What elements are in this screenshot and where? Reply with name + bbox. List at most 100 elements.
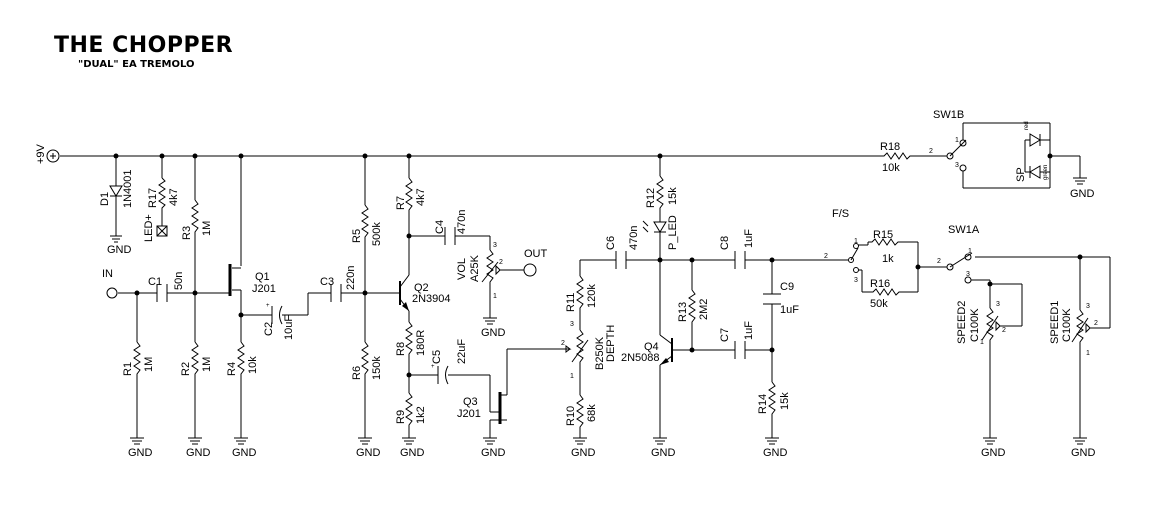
svg-text:3: 3 — [570, 321, 574, 328]
svg-text:R13: R13 — [677, 302, 689, 322]
svg-text:SPEED1: SPEED1 — [1049, 301, 1061, 344]
resistor-R1: R1 1M — [122, 341, 155, 376]
ground-r1: GND — [128, 437, 153, 459]
transistor-Q4: Q4 2N5088 — [621, 334, 673, 366]
capacitor-C1: C1 50n — [148, 272, 185, 302]
svg-text:2: 2 — [824, 253, 828, 260]
svg-text:GND: GND — [400, 447, 425, 459]
svg-text:3: 3 — [493, 242, 497, 249]
wires — [60, 122, 1111, 438]
svg-text:Q3: Q3 — [463, 396, 478, 408]
svg-text:3: 3 — [854, 277, 858, 284]
resistor-R16: R16 50k — [870, 278, 900, 310]
svg-text:68k: 68k — [586, 404, 598, 422]
svg-text:R14: R14 — [757, 394, 769, 414]
svg-text:C9: C9 — [780, 281, 794, 293]
svg-text:2M2: 2M2 — [698, 299, 710, 320]
ground-speed2: GND — [981, 437, 1006, 459]
svg-text:J201: J201 — [457, 408, 481, 420]
svg-text:R7: R7 — [395, 196, 407, 210]
svg-text:220n: 220n — [345, 266, 357, 290]
svg-text:1uF: 1uF — [743, 321, 755, 340]
svg-text:2N3904: 2N3904 — [412, 293, 451, 305]
svg-text:3: 3 — [1086, 303, 1090, 310]
svg-text:R1: R1 — [122, 362, 134, 376]
svg-text:SW1B: SW1B — [933, 109, 964, 121]
svg-text:Q2: Q2 — [414, 282, 429, 294]
svg-text:1M: 1M — [201, 357, 213, 372]
diode-D1: D1 1N4001 — [99, 169, 134, 210]
resistor-R18: R18 10k — [880, 141, 915, 174]
output-label: OUT — [524, 248, 548, 260]
capacitor-C6: C6 470n — [605, 226, 640, 269]
svg-text:1uF: 1uF — [780, 304, 799, 316]
svg-text:10uF: 10uF — [283, 315, 295, 340]
svg-text:C1: C1 — [148, 276, 162, 288]
ground-r9: GND — [400, 437, 425, 459]
led-plus-terminal: LED+ — [143, 214, 168, 242]
ground-r14: GND — [763, 437, 788, 459]
svg-text:C100K: C100K — [1061, 308, 1073, 342]
svg-text:SPEED2: SPEED2 — [956, 301, 968, 344]
resistor-R17: R17 4k7 — [147, 177, 180, 212]
svg-text:GND: GND — [981, 447, 1006, 459]
switch-SW1B: 2 1 3 SW1B — [929, 109, 967, 172]
svg-text:1N4001: 1N4001 — [122, 169, 134, 208]
resistor-R9: R9 1k2 — [395, 392, 427, 427]
resistor-R13: R13 2M2 — [677, 289, 710, 324]
transistor-Q1: Q1 J201 — [222, 264, 276, 296]
switch-FS: 2 1 3 F/S — [824, 208, 859, 284]
svg-text:GND: GND — [128, 447, 153, 459]
svg-text:GND: GND — [481, 327, 506, 339]
svg-text:red: red — [1024, 121, 1030, 130]
svg-text:1M: 1M — [143, 357, 155, 372]
svg-text:R17: R17 — [147, 188, 159, 208]
svg-text:GND: GND — [186, 447, 211, 459]
switch-SW1A: 2 1 3 SW1A — [937, 224, 980, 284]
svg-text:470n: 470n — [628, 226, 640, 250]
title-main: THE CHOPPER — [54, 33, 233, 58]
svg-text:GND: GND — [232, 447, 257, 459]
svg-text:R16: R16 — [870, 278, 890, 290]
svg-text:150k: 150k — [371, 356, 383, 380]
power-label: +9V — [35, 143, 47, 164]
svg-text:R8: R8 — [395, 342, 407, 356]
svg-text:F/S: F/S — [832, 208, 849, 220]
led-red: red — [1024, 121, 1050, 147]
svg-text:R6: R6 — [351, 366, 363, 380]
svg-text:GND: GND — [571, 447, 596, 459]
svg-text:C2: C2 — [263, 322, 275, 336]
svg-text:R10: R10 — [565, 406, 577, 426]
input-label: IN — [102, 268, 113, 280]
transistor-Q3: Q3 J201 — [457, 392, 507, 424]
svg-text:SW1A: SW1A — [948, 224, 980, 236]
svg-text:50k: 50k — [870, 298, 888, 310]
svg-text:2: 2 — [937, 258, 941, 265]
resistor-R14: R14 15k — [757, 381, 791, 418]
svg-text:C3: C3 — [320, 276, 334, 288]
svg-text:GND: GND — [1071, 447, 1096, 459]
output-jack: OUT — [523, 248, 548, 277]
svg-text:1k2: 1k2 — [415, 406, 427, 424]
svg-text:1M: 1M — [201, 221, 213, 236]
svg-text:2: 2 — [1094, 320, 1098, 327]
svg-text:1: 1 — [570, 373, 574, 380]
svg-text:D1: D1 — [99, 192, 111, 206]
resistor-R2: R2 1M — [180, 341, 213, 376]
svg-text:2: 2 — [561, 340, 565, 347]
svg-text:LED+: LED+ — [143, 214, 155, 242]
svg-text:R3: R3 — [181, 226, 193, 240]
capacitor-C2: + C2 10uF — [263, 303, 295, 340]
svg-text:A25K: A25K — [469, 254, 481, 282]
svg-text:GND: GND — [1070, 188, 1095, 200]
resistor-R11: R11 120k — [565, 275, 598, 312]
svg-text:C8: C8 — [719, 236, 731, 250]
svg-text:Q1: Q1 — [255, 271, 270, 283]
ground-speed1: GND — [1071, 437, 1096, 459]
title-sub: "DUAL" EA TREMOLO — [78, 59, 195, 70]
svg-text:R9: R9 — [395, 410, 407, 424]
svg-text:2N5088: 2N5088 — [621, 352, 660, 364]
svg-text:SP: SP — [1015, 167, 1027, 182]
capacitor-C8: C8 1uF — [719, 229, 755, 269]
